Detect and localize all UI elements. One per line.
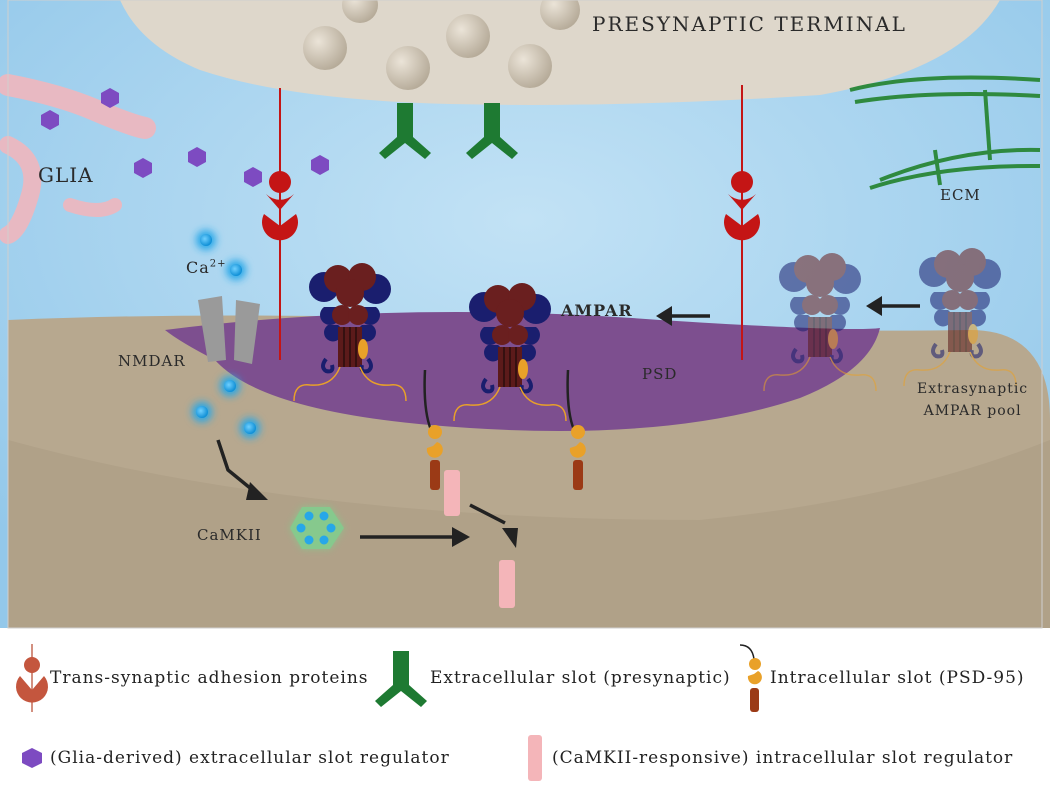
legend-intracellular-regulator-icon xyxy=(528,735,542,781)
glia-process xyxy=(63,198,122,217)
extrasynaptic-label: Extrasynaptic AMPAR pool xyxy=(917,378,1028,422)
legend-extracellular-slot-icon xyxy=(375,651,427,707)
camkii-label: CaMKII xyxy=(197,526,262,544)
ecm-label: ECM xyxy=(940,186,981,204)
vesicle xyxy=(540,0,580,30)
legend-glia-regulator-label: (Glia-derived) extracellular slot regula… xyxy=(50,748,450,768)
vesicle xyxy=(386,46,430,90)
calcium-ions xyxy=(192,230,260,438)
vesicle xyxy=(303,26,347,70)
legend-intracellular-slot-label: Intracellular slot (PSD-95) xyxy=(770,668,1025,688)
legend-intracellular-regulator-label: (CaMKII-responsive) intracellular slot r… xyxy=(552,748,1014,768)
ampar-label: AMPAR xyxy=(561,301,633,320)
intracellular-regulator xyxy=(444,470,460,516)
arrows xyxy=(216,304,920,539)
calcium-label-base: Ca xyxy=(186,258,210,277)
presynaptic-terminal xyxy=(120,0,1000,105)
calcium-label-charge: 2+ xyxy=(209,258,227,270)
nmdar-channel xyxy=(198,296,260,364)
nmdar-label: NMDAR xyxy=(118,352,186,370)
vesicle xyxy=(342,0,378,23)
presynaptic-label: PRESYNAPTIC TERMINAL xyxy=(592,12,907,36)
panel-border xyxy=(7,0,1043,629)
camkii-holoenzyme xyxy=(290,507,344,549)
vesicle xyxy=(446,14,490,58)
legend-extracellular-slot-label: Extracellular slot (presynaptic) xyxy=(430,668,731,688)
legend-intracellular-slot-icon xyxy=(739,644,762,712)
glia-process xyxy=(0,74,156,139)
extrasynaptic-label-line1: Extrasynaptic xyxy=(917,381,1029,397)
calcium-label: Ca2+ xyxy=(186,258,227,277)
vesicle xyxy=(508,44,552,88)
legend-adhesion-label: Trans-synaptic adhesion proteins xyxy=(50,668,369,688)
glia-label: GLIA xyxy=(38,163,94,187)
legend-adhesion-icon xyxy=(15,644,48,712)
extrasynaptic-label-line2: AMPAR pool xyxy=(923,403,1022,419)
intracellular-regulator xyxy=(499,560,515,608)
ecm-network xyxy=(849,75,1041,190)
arrowheads xyxy=(246,296,882,548)
glia-process xyxy=(0,136,42,244)
legend-glia-regulator-icon xyxy=(22,748,42,768)
psd-label: PSD xyxy=(642,365,678,383)
postsynaptic-shade xyxy=(8,440,1050,628)
